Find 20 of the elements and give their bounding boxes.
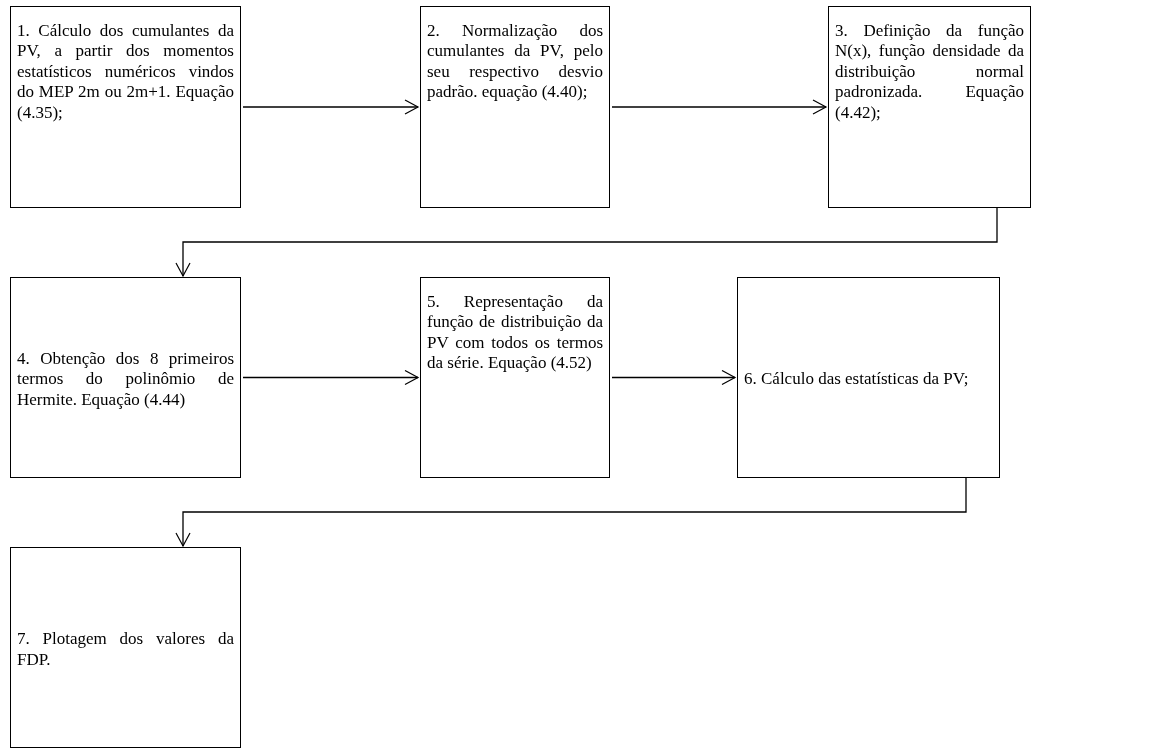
- arrow: [611, 99, 827, 115]
- process-box: [828, 6, 1031, 208]
- step-text: 3. Definição da função N(x), função densidade da distribuição normal padronizada. Equação (4.42);: [835, 21, 1024, 123]
- process-box: [10, 547, 241, 748]
- process-box: [10, 6, 241, 208]
- arrow: [242, 99, 419, 115]
- process-box: [420, 6, 610, 208]
- arrow: [175, 477, 967, 547]
- step-text: 1. Cálculo dos cumulantes da PV, a partir dos momentos estatísticos numéricos vindos do MEP 2m ou 2m+1. Equação (4.35);: [17, 21, 234, 123]
- step-text: 5. Representação da função de distribuição da PV com todos os termos da série. Equação (4.52): [427, 292, 603, 374]
- step-text: 4. Obtenção dos 8 primeiros termos do polinômio de Hermite. Equação (4.44): [17, 348, 234, 411]
- arrow: [242, 369, 419, 386]
- arrow: [175, 207, 998, 277]
- step-text: 7. Plotagem dos valores da FDP.: [17, 629, 234, 670]
- step-text: 2. Normalização dos cumulantes da PV, pelo seu respectivo desvio padrão. equação (4.40);: [427, 21, 603, 103]
- process-box: [10, 277, 241, 478]
- process-box: [420, 277, 610, 478]
- process-box: [737, 277, 1000, 478]
- step-text: 6. Cálculo das estatísticas da PV;: [744, 369, 970, 390]
- arrow: [611, 369, 736, 386]
